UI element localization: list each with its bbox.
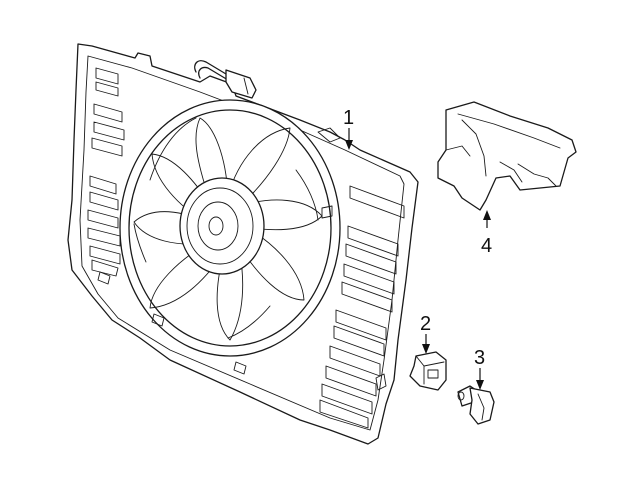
fan-ring-inner [128, 109, 332, 347]
motor-wire-connector [194, 60, 257, 99]
fan-shroud-assembly [67, 43, 419, 445]
callout-4: 4 [481, 210, 492, 257]
motor-cap [197, 201, 239, 251]
callout-2-label: 2 [420, 313, 431, 335]
mounting-tabs [97, 127, 387, 391]
left-louver-slots [87, 67, 125, 277]
callout-3: 3 [474, 347, 485, 390]
motor-ring [186, 187, 254, 265]
callout-4-label: 4 [481, 235, 492, 257]
motor-center [208, 216, 224, 236]
callout-3-label: 3 [474, 347, 485, 369]
fan-resistor-connector [457, 385, 495, 425]
callout-1-label: 1 [343, 107, 354, 129]
mounting-clip [409, 351, 447, 391]
callout-1: 1 [343, 107, 354, 150]
right-louver-slots [319, 185, 405, 429]
air-duct-deflector [437, 101, 577, 211]
callout-2: 2 [420, 313, 431, 354]
shroud-inner-frame [79, 55, 405, 431]
motor-housing [179, 177, 265, 275]
